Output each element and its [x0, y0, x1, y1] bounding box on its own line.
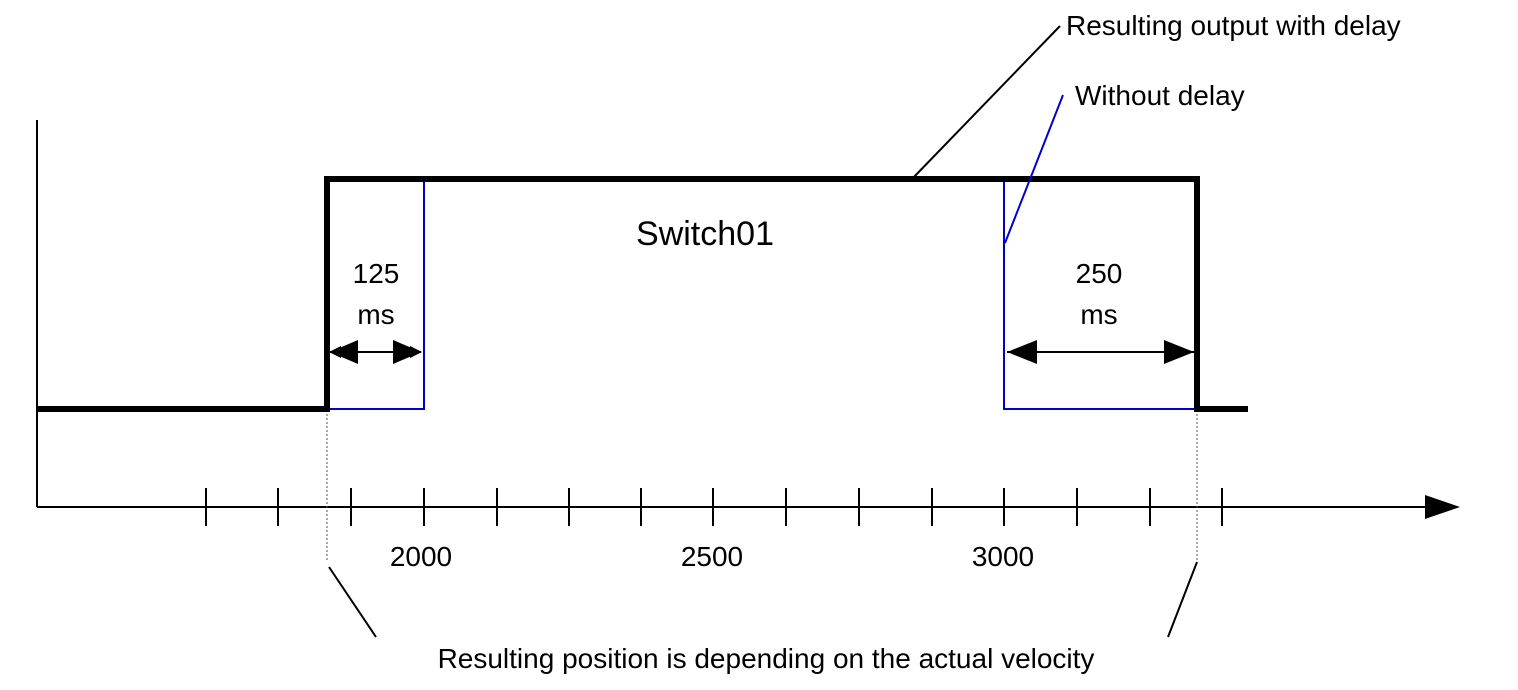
delay-on-value: 125 [353, 258, 400, 289]
delay-on-arrowhead-left [330, 340, 358, 364]
callout-position-right [1167, 561, 1198, 638]
signal-with-delay [37, 176, 1248, 412]
delay-off-arrowhead-left [1007, 340, 1037, 364]
callout-output-with-delay [911, 25, 1061, 180]
tick-label-3000: 3000 [972, 541, 1034, 572]
delay-on-arrowhead-right [393, 340, 421, 364]
tick-label-2000: 2000 [390, 541, 452, 572]
signal-without-delay-rise [327, 179, 425, 410]
annotation-position-note: Resulting position is depending on the a… [438, 643, 1095, 674]
signal-without-delay-fall [1003, 179, 1197, 410]
annotation-without-delay: Without delay [1075, 80, 1245, 111]
callout-position-left [328, 566, 377, 638]
delay-on-unit: ms [357, 299, 394, 330]
x-axis-ticks [205, 488, 1223, 526]
delay-off-unit: ms [1080, 299, 1117, 330]
tick-label-2500: 2500 [681, 541, 743, 572]
delay-off-value: 250 [1076, 258, 1123, 289]
delay-off-arrowhead-right [1164, 340, 1194, 364]
annotation-output-with-delay: Resulting output with delay [1066, 10, 1401, 41]
diagram-title: Switch01 [636, 215, 774, 253]
x-axis-arrowhead [1425, 495, 1460, 519]
callout-without-delay [1004, 94, 1064, 244]
